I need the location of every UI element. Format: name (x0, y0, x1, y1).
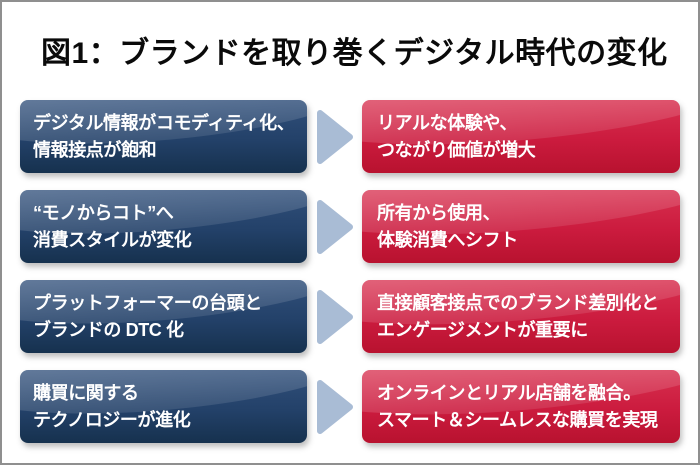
right-arrow-icon (307, 100, 362, 173)
cause-line-2: 情報接点が飽和 (33, 139, 157, 160)
effect-box: 直接顧客接点でのブランド差別化と エンゲージメントが重要に (362, 280, 680, 353)
cause-line-2: テクノロジーが進化 (33, 409, 191, 430)
figure-title: 図1：ブランドを取り巻くデジタル時代の変化 (41, 37, 668, 70)
effect-box: リアルな体験や、 つながり価値が増大 (362, 100, 680, 173)
effect-box: オンラインとリアル店舗を融合。 スマート＆シームレスな購買を実現 (362, 370, 680, 443)
row-4: 購買に関する テクノロジーが進化 オンラインとリアル店舗を融合。 スマート＆シー… (20, 370, 680, 443)
effect-line-2: スマート＆シームレスな購買を実現 (377, 409, 658, 430)
effect-line-1: 所有から使用、 (377, 202, 501, 223)
right-arrow-icon (307, 190, 362, 263)
cause-line-1: 購買に関する (33, 382, 139, 403)
effect-line-1: オンラインとリアル店舗を融合。 (377, 382, 641, 403)
row-2: “モノからコト”へ 消費スタイルが変化 所有から使用、 体験消費へシフト (20, 190, 680, 263)
effect-box: 所有から使用、 体験消費へシフト (362, 190, 680, 263)
right-arrow-icon (307, 280, 362, 353)
right-arrow-icon (307, 370, 362, 443)
cause-line-1: “モノからコト”へ (33, 202, 174, 223)
effect-line-1: リアルな体験や、 (377, 112, 518, 133)
cause-line-2: ブランドの DTC 化 (33, 319, 184, 340)
cause-line-1: デジタル情報がコモディティ化、 (33, 112, 295, 133)
effect-line-2: つながり価値が増大 (377, 139, 536, 160)
effect-line-2: エンゲージメントが重要に (377, 319, 588, 340)
effect-line-1: 直接顧客接点でのブランド差別化と (377, 292, 659, 313)
cause-line-1: プラットフォーマーの台頭と (33, 292, 262, 313)
cause-box: デジタル情報がコモディティ化、 情報接点が飽和 (20, 100, 307, 173)
rows-container: デジタル情報がコモディティ化、 情報接点が飽和 リアルな体験や、 つながり価値が… (20, 100, 680, 460)
effect-line-2: 体験消費へシフト (377, 229, 518, 250)
cause-box: “モノからコト”へ 消費スタイルが変化 (20, 190, 307, 263)
cause-box: 購買に関する テクノロジーが進化 (20, 370, 307, 443)
row-3: プラットフォーマーの台頭と ブランドの DTC 化 直接顧客接点でのブランド差別… (20, 280, 680, 353)
cause-line-2: 消費スタイルが変化 (33, 229, 192, 250)
row-1: デジタル情報がコモディティ化、 情報接点が飽和 リアルな体験や、 つながり価値が… (20, 100, 680, 173)
cause-box: プラットフォーマーの台頭と ブランドの DTC 化 (20, 280, 307, 353)
